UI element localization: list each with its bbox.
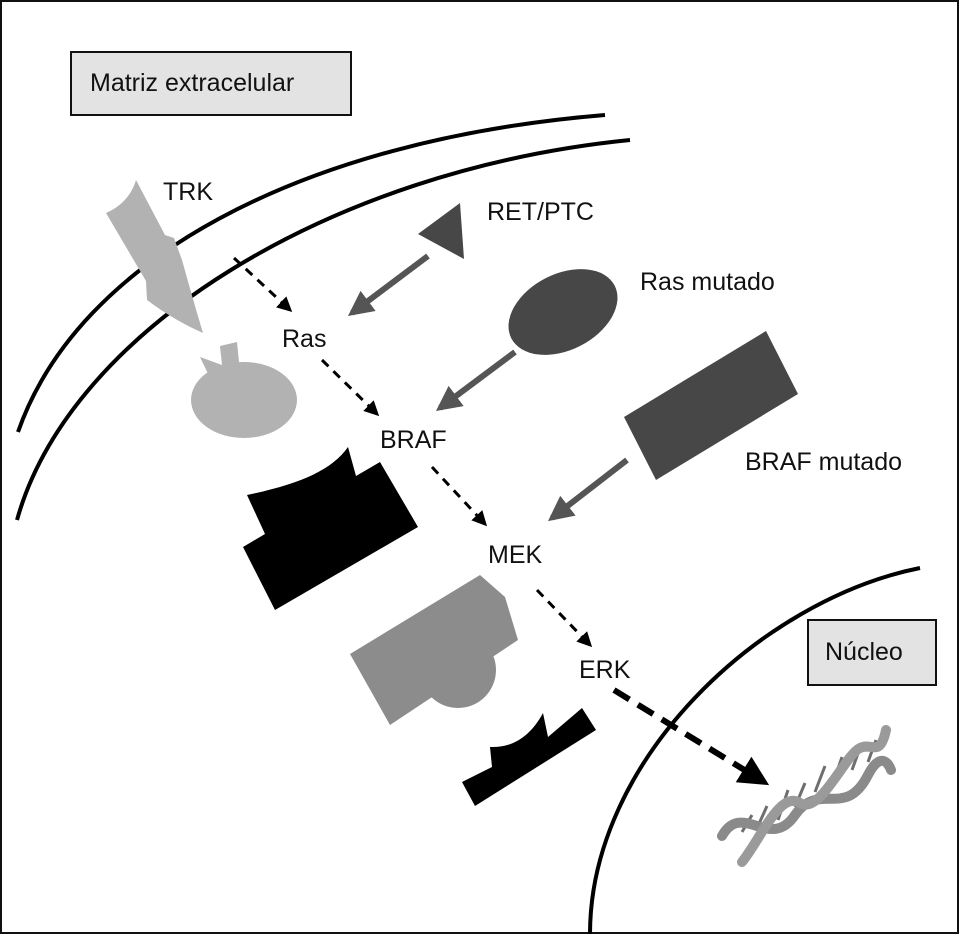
trk-receptor-shape [106, 180, 203, 333]
extracellular-matrix-box [70, 51, 352, 116]
erk-label: ERK [579, 656, 631, 684]
dashed-arrow-erk-to-dna [612, 687, 770, 786]
braf-protein-shape [243, 447, 418, 610]
nucleus-box [807, 619, 937, 686]
cell-membrane-inner [15, 138, 631, 521]
extracellular-matrix-label: Matriz extracelular [90, 69, 294, 97]
dashed-arrow-trk-to-ras [232, 256, 293, 313]
arrow-ras-mutated-to-braf [435, 349, 517, 412]
braf-mutated-label: BRAF mutado [745, 448, 902, 476]
dna-double-helix-icon [717, 725, 896, 867]
dashed-arrow-ras-to-braf [320, 358, 380, 417]
ras-protein-shape [191, 342, 297, 438]
trk-label: TRK [163, 178, 213, 206]
nucleus-label: Núcleo [825, 638, 903, 666]
nucleus-membrane [588, 566, 921, 934]
ret-ptc-label: RET/PTC [487, 198, 594, 226]
braf-label: BRAF [380, 426, 447, 454]
ras-label: Ras [282, 325, 326, 353]
mek-label: MEK [488, 541, 543, 569]
ras-mutated-label: Ras mutado [640, 268, 775, 296]
cell-membrane-outer [16, 113, 606, 433]
arrow-ret-ptc-to-ras [347, 253, 430, 317]
braf-mutated-shape [624, 331, 798, 480]
ret-ptc-triangle-shape [418, 203, 464, 259]
arrow-braf-mutated-to-mek [548, 457, 629, 522]
erk-protein-shape [462, 708, 596, 806]
mek-protein-shape [350, 575, 518, 725]
dashed-arrow-mek-to-erk [535, 588, 593, 648]
dashed-arrow-braf-to-mek [430, 465, 488, 527]
ras-mutated-shape [508, 269, 618, 355]
